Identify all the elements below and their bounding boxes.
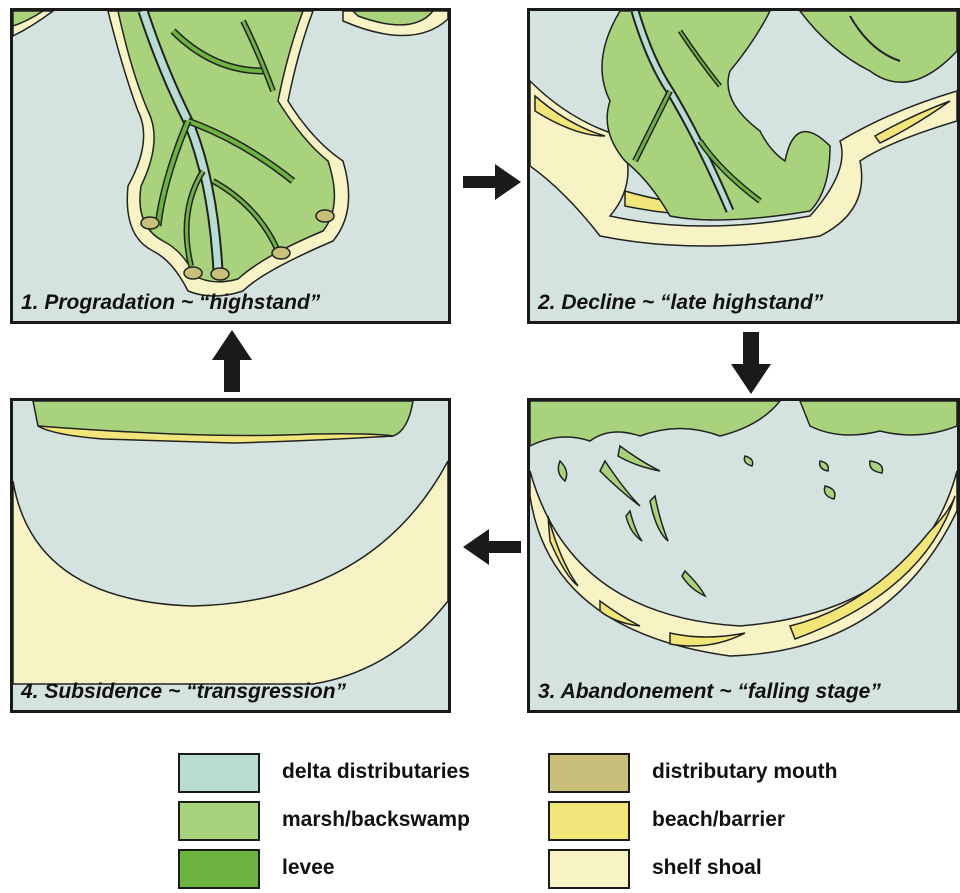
panel-1-caption: 1. Progradation ~ “highstand” [21,291,320,315]
subsidence-map [13,401,448,710]
panel-progradation: 1. Progradation ~ “highstand” [10,8,451,324]
panel-abandonement: 3. Abandonement ~ “falling stage” [527,398,960,713]
arrow-left-icon [461,529,521,565]
legend-label-beach-barrier: beach/barrier [652,808,785,832]
legend-swatch-delta-distributaries [178,753,260,793]
legend-label-delta-distributaries: delta distributaries [282,760,470,784]
arrow-right-icon [463,164,523,200]
abandonement-map [530,401,957,710]
legend-swatch-distributary-mouth [548,753,630,793]
legend-label-shelf-shoal: shelf shoal [652,856,762,880]
legend-swatch-shelf-shoal [548,849,630,889]
decline-map [530,11,957,321]
legend-label-distributary-mouth: distributary mouth [652,760,838,784]
panel-decline: 2. Decline ~ “late highstand” [527,8,960,324]
legend-swatch-marsh-backswamp [178,801,260,841]
panel-3-caption: 3. Abandonement ~ “falling stage” [538,680,881,704]
legend-label-marsh-backswamp: marsh/backswamp [282,808,470,832]
progradation-map [13,11,448,321]
panel-2-caption: 2. Decline ~ “late highstand” [538,291,823,315]
legend-swatch-beach-barrier [548,801,630,841]
legend-label-levee: levee [282,856,335,880]
legend-swatch-levee [178,849,260,889]
arrow-down-icon [731,332,771,394]
arrow-up-icon [212,330,252,392]
panel-subsidence: 4. Subsidence ~ “transgression” [10,398,451,713]
panel-4-caption: 4. Subsidence ~ “transgression” [21,680,346,704]
